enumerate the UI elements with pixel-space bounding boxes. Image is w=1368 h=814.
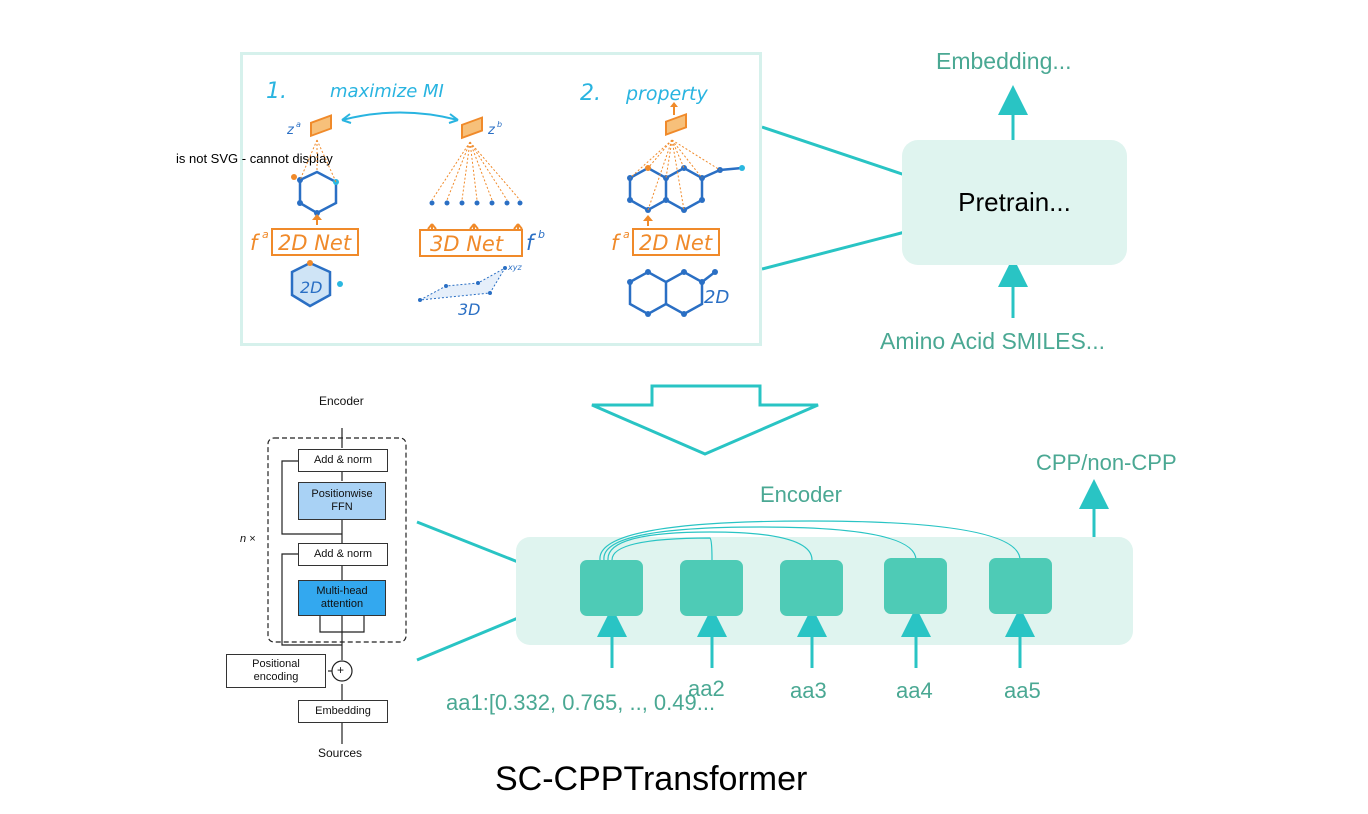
positional-plus: + xyxy=(337,663,345,677)
fa-label-a: f xyxy=(250,231,261,255)
token-aa4 xyxy=(884,558,947,614)
add-norm-bottom-box: Add & norm xyxy=(298,543,388,566)
fa-sup-b: a xyxy=(623,228,630,241)
embedding-output-label: Embedding... xyxy=(936,48,1072,74)
encoder-connector-bottom xyxy=(416,616,519,662)
token-aa5 xyxy=(989,558,1052,614)
pretrain-connector-top xyxy=(761,125,906,177)
attention-box: Multi-head attention xyxy=(298,580,386,616)
cpp-output-label: CPP/non-CPP xyxy=(1036,450,1177,475)
fb-sup: b xyxy=(538,228,545,241)
fb-label: f xyxy=(526,231,537,255)
token-aa2 xyxy=(680,560,743,616)
zb-embedding-block-icon xyxy=(461,116,483,140)
mol-2d-label-b: 2D xyxy=(704,287,729,308)
xyz-label: xyz xyxy=(507,263,522,272)
image-error-text: is not SVG - cannot display xyxy=(176,151,333,166)
add-norm-top-box: Add & norm xyxy=(298,449,388,472)
encoder-title: Encoder xyxy=(760,482,842,507)
pretrain-box-label: Pretrain... xyxy=(958,187,1071,217)
sources-label: Sources xyxy=(318,746,363,760)
positional-encoding-box: Positional encoding xyxy=(226,654,326,688)
net-2d-label-b: 2D Net xyxy=(639,231,713,255)
positional-add-icon xyxy=(331,660,353,682)
net-2d-label-a: 2D Net xyxy=(278,231,352,255)
transformer-encoder-label: Encoder xyxy=(319,394,364,408)
molecule-2d-input-icon xyxy=(290,260,343,308)
mol-2d-label-a: 2D xyxy=(300,278,323,297)
figure-caption: SC-CPPTransformer xyxy=(495,760,808,798)
net-3d-up-arrows xyxy=(427,223,523,232)
step2-heading: property xyxy=(625,83,709,105)
hexagon-molecule-2d-icon xyxy=(291,139,339,216)
step2-number: 2. xyxy=(580,81,601,106)
transfer-down-arrow xyxy=(591,384,819,456)
smiles-input-label: Amino Acid SMILES... xyxy=(880,328,1105,354)
fused-ring-molecule-icon xyxy=(627,139,745,213)
molecule-3d-input-icon xyxy=(418,266,507,302)
za-embedding-block-icon xyxy=(310,114,332,138)
encoder-connector-top xyxy=(416,520,519,564)
property-embedding-block-icon xyxy=(665,112,687,136)
token-aa3 xyxy=(780,560,843,616)
fa-sup-a: a xyxy=(262,228,269,241)
ffn-box: Positionwise FFN xyxy=(298,482,386,520)
token-label-aa5: aa5 xyxy=(1004,678,1041,703)
net-2d-box-a xyxy=(271,228,359,256)
token-aa1 xyxy=(580,560,643,616)
node-dots-3d-icon xyxy=(429,141,523,206)
step1-heading: maximize MI xyxy=(330,81,444,102)
net-2d-box-b xyxy=(632,228,720,256)
za-sup: a xyxy=(296,120,301,129)
pretrain-connector-bottom xyxy=(761,230,906,271)
token-label-aa1: aa1:[0.332, 0.765, .., 0.49... xyxy=(446,690,716,715)
step1-number: 1. xyxy=(266,79,287,104)
token-label-aa3: aa3 xyxy=(790,678,827,703)
pretrain-box: Pretrain... xyxy=(902,140,1127,265)
zb-sup: b xyxy=(497,120,502,129)
fused-ring-molecule-2d-icon xyxy=(627,269,718,317)
mol-3d-label: 3D xyxy=(458,300,481,319)
zb-label: z xyxy=(487,123,496,138)
embedding-box: Embedding xyxy=(298,700,388,723)
mi-arc xyxy=(341,111,459,121)
n-times-label: n × xyxy=(240,533,256,545)
token-label-aa2: aa2 xyxy=(688,676,725,701)
token-label-aa4: aa4 xyxy=(896,678,933,703)
net-3d-label: 3D Net xyxy=(430,232,504,256)
za-label: z xyxy=(286,123,295,138)
fa-label-b: f xyxy=(611,231,622,255)
net-3d-box xyxy=(419,229,523,257)
